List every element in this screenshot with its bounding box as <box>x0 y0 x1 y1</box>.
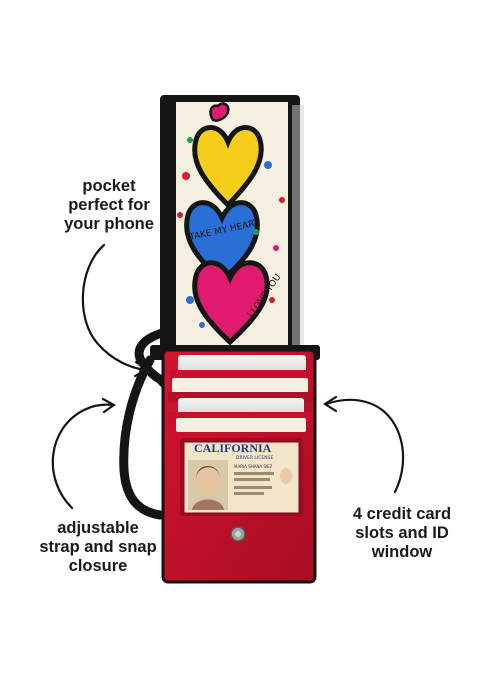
caption-strap: adjustable strap and snap closure <box>8 519 188 576</box>
id-card-name: MARIA SHANA SIEZ <box>234 464 273 469</box>
caption-line: strap and snap <box>39 538 157 556</box>
caption-line: window <box>371 543 433 561</box>
caption-line: perfect for <box>68 196 150 214</box>
caption-line: pocket <box>82 177 136 195</box>
credit-card-slots <box>168 355 313 432</box>
id-card-state: CALIFORNIA <box>194 441 272 455</box>
id-card-type: DRIVER LICENSE <box>236 455 273 461</box>
cards-arrow <box>322 395 405 494</box>
caption-line: slots and ID <box>355 524 449 542</box>
strap-arrow <box>51 397 117 510</box>
heart-artwork: TAKE MY HEART I LOVE YOU <box>177 102 285 346</box>
caption-line: adjustable <box>57 519 139 537</box>
caption-cards: 4 credit card slots and ID window <box>322 505 482 562</box>
id-window: CALIFORNIA DRIVER LICENSE MARIA SHANA SI… <box>180 438 303 516</box>
caption-line: 4 credit card <box>352 505 452 523</box>
credit-card-slot <box>178 398 304 416</box>
snap-closure <box>230 526 246 542</box>
caption-pocket: pocket perfect for your phone <box>44 177 174 234</box>
caption-line: closure <box>68 557 128 575</box>
pocket-arrow <box>81 243 150 378</box>
credit-card-slot <box>176 418 306 432</box>
caption-line: your phone <box>64 215 154 233</box>
